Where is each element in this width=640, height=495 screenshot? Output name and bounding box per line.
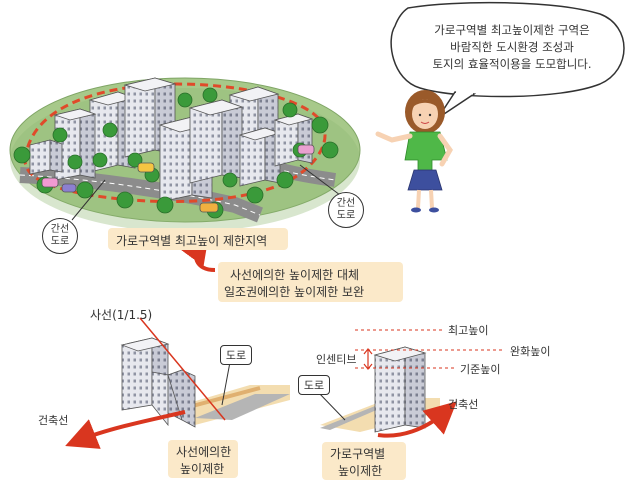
right-arterial-road-label: 간선 도로	[328, 192, 364, 228]
speech-bubble-text: 가로구역별 최고높이제한 구역은 바람직한 도시환경 조성과 토지의 효율적이용…	[402, 22, 622, 73]
max-height-label: 최고높이	[448, 324, 489, 337]
relaxed-height-label: 완화높이	[510, 345, 551, 358]
speech-line: 바람직한 도시환경 조성과	[450, 40, 574, 54]
road-label-line: 간선	[336, 198, 356, 209]
road-label-line: 도로	[50, 236, 70, 247]
area-caption-box: 가로구역별 최고높이 제한지역	[108, 228, 288, 250]
left-road-label: 도로	[220, 345, 252, 365]
left-building-line-label: 건축선	[38, 414, 69, 427]
left-diagram-illustration	[65, 317, 290, 449]
replacement-caption-box: 사선에의한 높이제한 대체 일조권에의한 높이제한 보완	[218, 262, 403, 302]
base-height-label: 기준높이	[460, 363, 501, 376]
right-caption-box: 가로구역별 높이제한	[322, 442, 406, 480]
slant-ratio-label: 사선(1/1.5)	[90, 308, 153, 322]
city-district-illustration	[9, 77, 361, 232]
speech-line: 토지의 효율적이용을 도모합니다.	[432, 57, 592, 71]
left-arterial-road-label: 간선 도로	[42, 218, 78, 254]
road-label-line: 간선	[50, 224, 70, 235]
right-diagram-illustration	[317, 329, 505, 438]
area-caption: 가로구역별 최고높이 제한지역	[116, 234, 268, 248]
left-caption-line: 높이제한	[180, 462, 225, 476]
road-label-line: 도로	[336, 210, 356, 221]
speech-bubble-shape	[390, 1, 625, 119]
left-caption-line: 사선에의한	[176, 445, 232, 459]
right-caption-line: 높이제한	[338, 464, 383, 478]
right-caption-line: 가로구역별	[330, 447, 386, 461]
speech-line: 가로구역별 최고높이제한 구역은	[434, 23, 590, 37]
right-road-label: 도로	[298, 375, 330, 395]
replacement-caption-line: 일조권에의한 높이제한 보완	[224, 285, 365, 299]
character-illustration	[375, 90, 453, 213]
left-caption-box: 사선에의한 높이제한	[168, 440, 238, 478]
replacement-caption-line: 사선에의한 높이제한 대체	[230, 268, 360, 282]
incentive-label: 인센티브	[316, 353, 357, 366]
right-building-line-label: 건축선	[448, 398, 479, 411]
